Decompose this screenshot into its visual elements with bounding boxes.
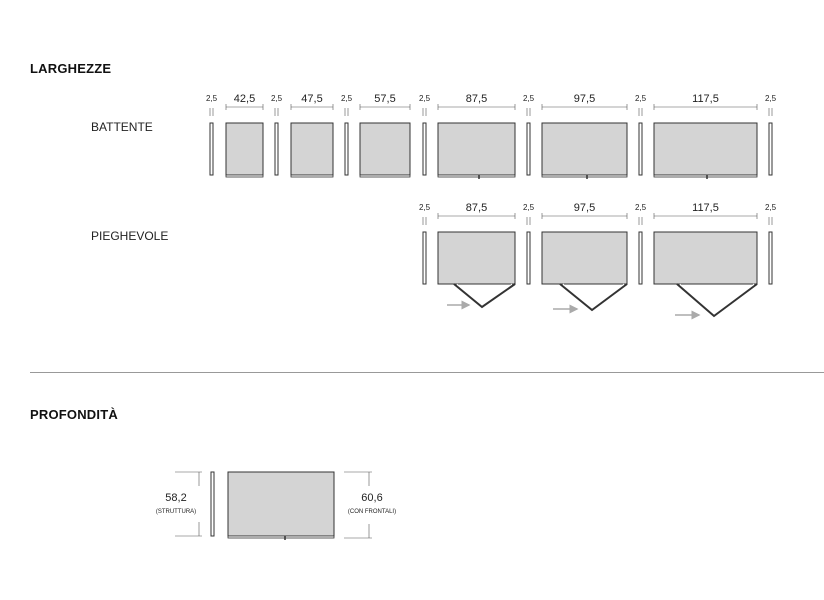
module-dim-label: 87,5 [466, 202, 487, 214]
depth-front [227, 535, 335, 539]
side-panel [209, 122, 214, 176]
panel-dim-mark: 2,5 [523, 94, 535, 116]
panel-dim-label: 2,5 [523, 94, 535, 103]
module-dim-line: 117,5 [653, 202, 758, 219]
panel-dim-mark: 2,5 [419, 203, 431, 225]
front-depth-note: (CON FRONTALI) [348, 509, 396, 515]
module-dim-label: 117,5 [692, 93, 719, 105]
panel-dim-mark: 2,5 [271, 94, 283, 116]
panel-dim-mark: 2,5 [341, 94, 353, 116]
module-87-5 [437, 122, 516, 179]
side-panel [638, 122, 643, 176]
panel-dim-mark: 2,5 [206, 94, 218, 116]
structure-depth-dim: 58,2 (STRUTTURA) [156, 471, 202, 537]
side-panel [526, 231, 531, 285]
structure-depth-value: 58,2 [165, 492, 186, 504]
module-dim-line: 87,5 [437, 93, 516, 110]
panel-dim-label: 2,5 [523, 203, 535, 212]
module-dim-label: 42,5 [234, 93, 255, 105]
panel-dim-mark: 2,5 [635, 203, 647, 225]
module-dim-line: 117,5 [653, 93, 758, 110]
module-47-5 [290, 122, 334, 178]
module-dim-line: 97,5 [541, 93, 628, 110]
folding-module-87-5 [437, 231, 516, 309]
side-panel [526, 122, 531, 176]
panel-dim-label: 2,5 [765, 94, 777, 103]
side-panel [768, 231, 773, 285]
panel-dim-label: 2,5 [206, 94, 218, 103]
front-depth-value: 60,6 [361, 492, 382, 504]
module-dim-label: 97,5 [574, 202, 595, 214]
panel-dim-label: 2,5 [341, 94, 353, 103]
side-panel [422, 122, 427, 176]
folding-module-97-5 [541, 231, 628, 312]
side-panel [422, 231, 427, 285]
panel-dim-mark: 2,5 [419, 94, 431, 116]
panel-dim-mark: 2,5 [765, 203, 777, 225]
folding-module-117-5 [653, 231, 758, 318]
panel-dim-mark: 2,5 [523, 203, 535, 225]
module-dim-line: 57,5 [359, 93, 411, 110]
row-label-battente: BATTENTE [91, 120, 153, 134]
module-dim-label: 57,5 [374, 93, 395, 105]
module-dim-line: 47,5 [290, 93, 334, 110]
structure-depth-note: (STRUTTURA) [156, 509, 196, 515]
pieghevole-row: 2,5 2,5 2,5 2,5 87,5 97,5 [419, 202, 777, 320]
module-42-5 [225, 122, 264, 178]
side-panel [768, 122, 773, 176]
module-dim-line: 97,5 [541, 202, 628, 219]
panel-dim-label: 2,5 [419, 203, 431, 212]
front-depth-dim: 60,6 (CON FRONTALI) [344, 471, 396, 539]
panel-dim-label: 2,5 [635, 94, 647, 103]
panel-dim-label: 2,5 [765, 203, 777, 212]
module-dim-label: 47,5 [301, 93, 322, 105]
module-97-5 [541, 122, 628, 179]
panel-dim-label: 2,5 [271, 94, 283, 103]
module-dim-line: 87,5 [437, 202, 516, 219]
module-dim-label: 87,5 [466, 93, 487, 105]
module-57-5 [359, 122, 411, 178]
panel-dim-mark: 2,5 [765, 94, 777, 116]
depth-heading: PROFONDITÀ [30, 407, 118, 422]
side-panel [638, 231, 643, 285]
widths-heading: LARGHEZZE [30, 61, 112, 76]
depth-section: 58,2 (STRUTTURA) 60,6 (CON FRONTALI) [156, 471, 396, 540]
depth-side-panel [210, 471, 215, 537]
module-dim-label: 117,5 [692, 202, 719, 214]
module-dim-label: 97,5 [574, 93, 595, 105]
depth-module [227, 471, 335, 537]
side-panel [274, 122, 279, 176]
panel-dim-label: 2,5 [635, 203, 647, 212]
row-label-pieghevole: PIEGHEVOLE [91, 229, 169, 243]
module-117-5 [653, 122, 758, 179]
section-divider [30, 372, 824, 373]
battente-row: 2,5 2,5 2,5 2,5 2,5 2,5 [206, 93, 777, 179]
module-dim-line: 42,5 [225, 93, 264, 110]
panel-dim-mark: 2,5 [635, 94, 647, 116]
panel-dim-label: 2,5 [419, 94, 431, 103]
side-panel [344, 122, 349, 176]
